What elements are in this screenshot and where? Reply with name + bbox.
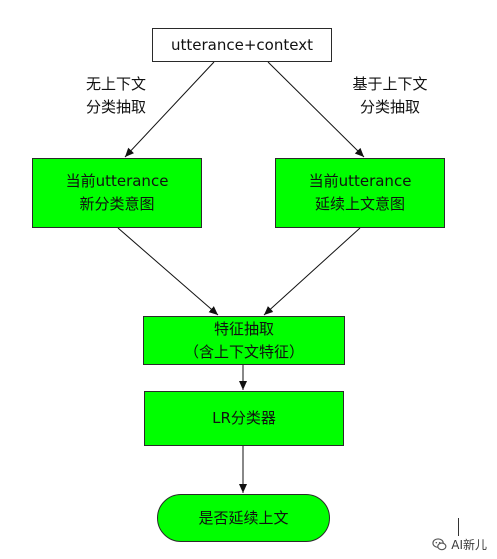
lr-classifier-text: LR分类器 [212,409,276,427]
input-node: utterance+context [152,28,332,62]
input-node-text: utterance+context [171,35,313,54]
feature-extraction-line2: （含上下文特征） [183,342,304,361]
feature-extraction-node: 特征抽取 （含上下文特征） [143,316,345,365]
current-new-intent-line2: 新分类意图 [79,195,155,213]
continue-context-decision-text: 是否延续上文 [198,508,289,527]
current-new-intent-line1: 当前utterance [65,172,169,190]
edge-label-right-line1: 基于上下文 [352,75,428,93]
current-continue-intent-line2: 延续上文意图 [314,195,405,213]
edge-input-to-current-new [124,61,215,158]
edge-label-left-line2: 分类抽取 [85,98,146,116]
edge-label-right: 基于上下文 分类抽取 [330,73,450,119]
watermark-text: AI新儿 [451,538,487,552]
continue-context-decision-node: 是否延续上文 [157,494,330,542]
edge-current-new-to-feature [117,227,219,316]
edge-label-right-line2: 分类抽取 [359,98,420,116]
lr-classifier-node: LR分类器 [144,391,344,446]
cursor-mark [458,518,459,536]
edge-label-left-line1: 无上下文 [85,75,146,93]
watermark: AI新儿 [432,536,487,553]
wechat-icon [432,538,447,551]
current-continue-intent-node: 当前utterance 延续上文意图 [275,158,445,228]
feature-extraction-line1: 特征抽取 [213,319,274,338]
edge-current-continue-to-feature [263,227,361,316]
edge-label-left: 无上下文 分类抽取 [68,73,164,119]
current-continue-intent-line1: 当前utterance [308,172,412,190]
current-new-intent-node: 当前utterance 新分类意图 [32,158,202,228]
edge-input-to-current-continue [267,61,365,158]
